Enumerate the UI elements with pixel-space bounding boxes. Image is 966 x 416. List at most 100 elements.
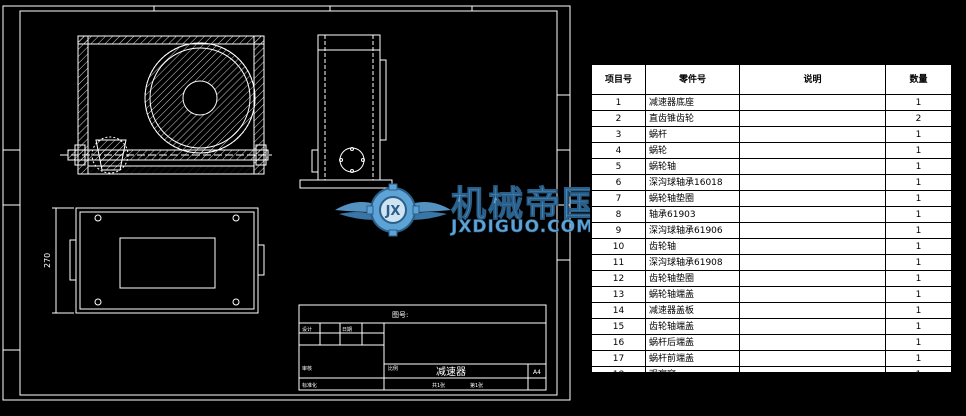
cell-description <box>739 222 886 239</box>
cell-part-name: 蜗轮轴垫圈 <box>645 190 740 207</box>
cell-item-no: 12 <box>591 270 646 287</box>
cell-quantity: 1 <box>885 366 952 383</box>
cell-item-no: 4 <box>591 142 646 159</box>
logo-letters: JX <box>385 204 401 219</box>
cell-description <box>739 158 886 175</box>
cell-item-no: 3 <box>591 126 646 143</box>
cell-description <box>739 350 886 367</box>
title-bottom-sheets: 共1张 <box>432 382 445 389</box>
cell-part-name: 蜗杆后端盖 <box>645 334 740 351</box>
cell-part-name: 蜗杆 <box>645 126 740 143</box>
top-view <box>52 207 265 314</box>
cell-part-name: 深沟球轴承61906 <box>645 222 740 239</box>
cell-description <box>739 110 886 127</box>
cell-quantity: 1 <box>885 254 952 271</box>
cell-part-name: 蜗轮轴端盖 <box>645 286 740 303</box>
cell-quantity: 1 <box>885 270 952 287</box>
title-block <box>298 304 547 391</box>
cell-part-name: 观察窗 <box>645 366 740 383</box>
sheet-outer-border <box>2 5 571 401</box>
cell-description <box>739 174 886 191</box>
cell-item-no: 17 <box>591 350 646 367</box>
cell-description <box>739 254 886 271</box>
cell-description <box>739 190 886 207</box>
header-quantity: 数量 <box>885 64 952 95</box>
cell-quantity: 2 <box>885 110 952 127</box>
cell-part-name: 蜗轮 <box>645 142 740 159</box>
watermark-url: JXDIGUO.COM <box>451 217 595 238</box>
cell-description <box>739 318 886 335</box>
title-sheet-label: A4 <box>533 369 541 376</box>
cell-part-name: 直齿锥齿轮 <box>645 110 740 127</box>
cell-quantity: 1 <box>885 94 952 111</box>
title-bottom-std: 标准化 <box>302 382 317 389</box>
cell-part-name: 齿轮轴垫圈 <box>645 270 740 287</box>
cell-item-no: 10 <box>591 238 646 255</box>
cell-description <box>739 286 886 303</box>
cell-part-name: 深沟球轴承61908 <box>645 254 740 271</box>
cell-item-no: 9 <box>591 222 646 239</box>
cell-item-no: 13 <box>591 286 646 303</box>
cell-item-no: 16 <box>591 334 646 351</box>
cell-quantity: 1 <box>885 206 952 223</box>
cell-quantity: 1 <box>885 318 952 335</box>
cell-quantity: 1 <box>885 238 952 255</box>
gear-wings-logo: JX <box>335 183 451 237</box>
header-description: 说明 <box>739 64 886 95</box>
cell-part-name: 轴承61903 <box>645 206 740 223</box>
cell-part-name: 深沟球轴承16018 <box>645 174 740 191</box>
cell-quantity: 1 <box>885 302 952 319</box>
cell-quantity: 1 <box>885 174 952 191</box>
zone-ticks <box>3 6 570 351</box>
cell-item-no: 6 <box>591 174 646 191</box>
cell-item-no: 15 <box>591 318 646 335</box>
cell-part-name: 齿轮轴端盖 <box>645 318 740 335</box>
jxdiguo-watermark: JX 机械帝国 JXDIGUO.COM <box>335 176 635 240</box>
cell-quantity: 1 <box>885 350 952 367</box>
cell-item-no: 8 <box>591 206 646 223</box>
cell-description <box>739 142 886 159</box>
cell-item-no: 1 <box>591 94 646 111</box>
cell-item-no: 18 <box>591 366 646 383</box>
watermark-title: 机械帝国 <box>450 185 600 226</box>
cell-quantity: 1 <box>885 222 952 239</box>
cell-part-name: 蜗轮轴 <box>645 158 740 175</box>
header-part-no: 零件号 <box>645 64 740 95</box>
cell-description <box>739 238 886 255</box>
cell-description <box>739 334 886 351</box>
cell-item-no: 14 <box>591 302 646 319</box>
cell-description <box>739 206 886 223</box>
cell-part-name: 齿轮轴 <box>645 238 740 255</box>
cell-part-name: 蜗杆前端盖 <box>645 350 740 367</box>
cell-description <box>739 94 886 111</box>
cell-item-no: 7 <box>591 190 646 207</box>
cell-description <box>739 126 886 143</box>
front-section-view <box>60 35 272 175</box>
cell-part-name: 减速器底座 <box>645 94 740 111</box>
title-part-name: 减速器 <box>436 366 466 378</box>
cell-quantity: 1 <box>885 142 952 159</box>
cell-item-no: 2 <box>591 110 646 127</box>
sheet-inner-border <box>19 10 558 396</box>
table-header-row: 项目号 零件号 说明 数量 <box>591 64 952 95</box>
cell-item-no: 5 <box>591 158 646 175</box>
header-item-no: 项目号 <box>591 64 646 95</box>
cell-description <box>739 270 886 287</box>
title-designer-label: 设计 <box>302 326 312 333</box>
cell-description <box>739 302 886 319</box>
side-view <box>299 34 393 189</box>
